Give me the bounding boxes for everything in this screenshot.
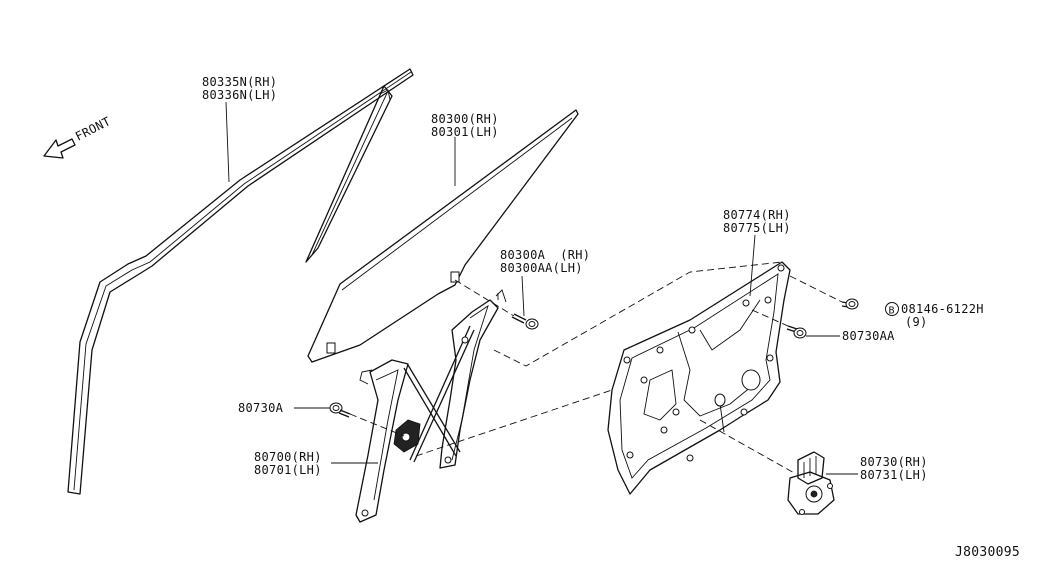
molding-label-lh: 80336N(LH): [202, 88, 277, 102]
bolt-80730a-label: 80730A: [238, 401, 284, 415]
molding-label-rh: 80335N(RH): [202, 75, 277, 89]
glass-label-rh: 80300(RH): [431, 112, 499, 126]
bolt-80730aa-label: 80730AA: [842, 329, 895, 343]
bolt-circle-icon: B: [885, 302, 899, 317]
assembly-lines: [349, 261, 843, 475]
motor-label-lh: 80731(LH): [860, 468, 928, 482]
door-panel: [607, 261, 791, 495]
panel-bolt-icon: [841, 298, 859, 310]
door-glass: [307, 109, 579, 363]
regulator-label-lh: 80701(LH): [254, 463, 322, 477]
window-regulator: [355, 289, 507, 523]
bolt-08146-label: 08146-6122H: [901, 302, 984, 316]
sash-molding: [67, 68, 414, 495]
glass-label-lh: 80301(LH): [431, 125, 499, 139]
bolt-circle-letter: B: [889, 306, 895, 317]
front-arrow-icon: [43, 138, 76, 159]
diagram-id: J8030095: [955, 545, 1020, 560]
panel-lower-bolt-icon: [786, 325, 807, 339]
bolt-08146-qty: (9): [905, 315, 928, 329]
motor-label-rh: 80730(RH): [860, 455, 928, 469]
regulator-label-rh: 80700(RH): [254, 450, 322, 464]
regulator-bolt-icon: [329, 402, 351, 418]
glass-bolt-label-rh: 80300A (RH): [500, 248, 590, 262]
regulator-motor: [787, 451, 835, 515]
panel-label-rh: 80774(RH): [723, 208, 791, 222]
panel-label-lh: 80775(LH): [723, 221, 791, 235]
front-label: FRONT: [73, 114, 113, 144]
glass-bolt-label-lh: 80300AA(LH): [500, 261, 583, 275]
leader-lines: [225, 101, 858, 475]
glass-bolt-icon: [511, 313, 539, 330]
